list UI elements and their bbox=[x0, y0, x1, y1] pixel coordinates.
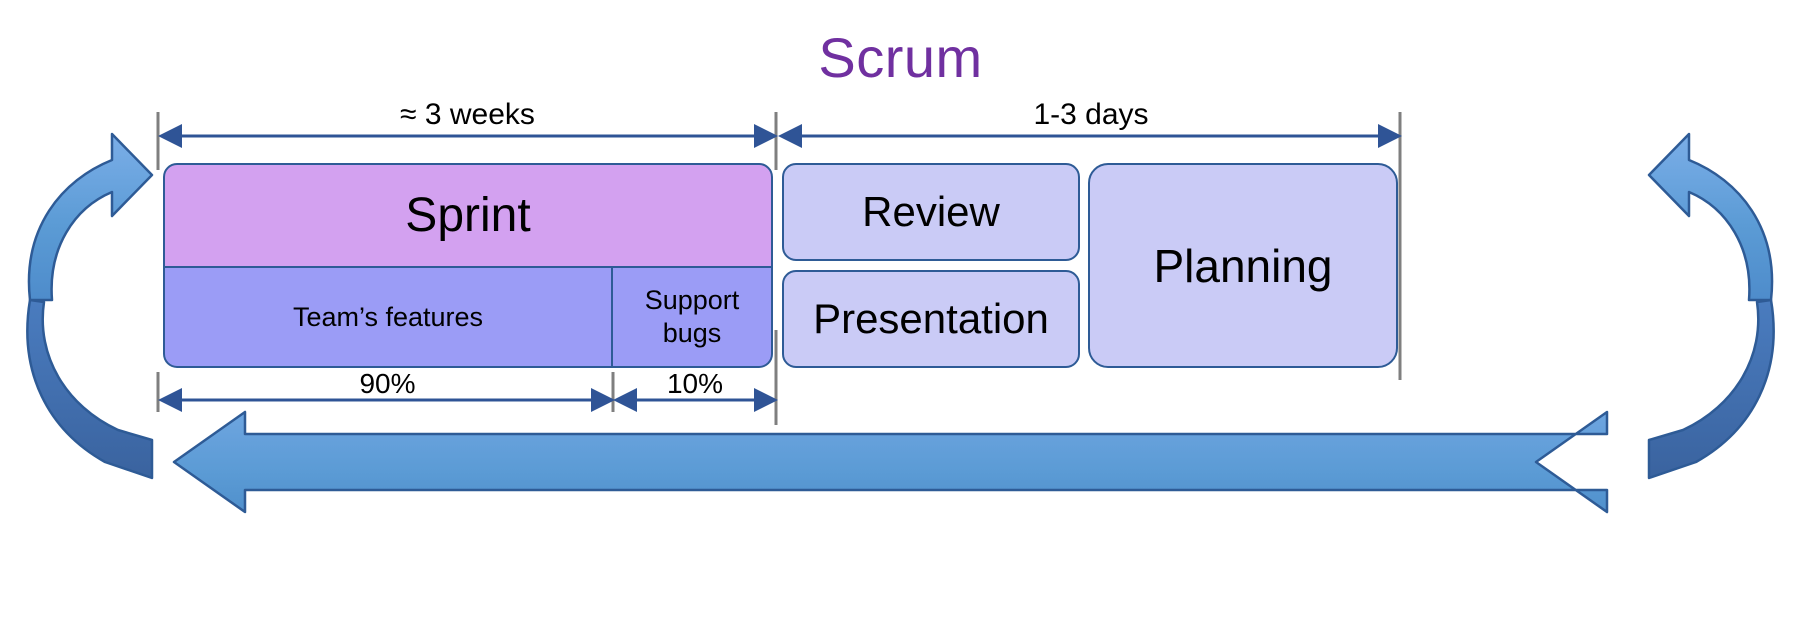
large-left-return-arrow-icon bbox=[172, 410, 1609, 514]
support-bugs-line2: bugs bbox=[662, 318, 722, 348]
presentation-box[interactable]: Presentation bbox=[782, 270, 1080, 368]
page-title: Scrum bbox=[818, 26, 983, 89]
features-percent-label: 90% bbox=[359, 368, 416, 399]
curved-cycle-arrow-left-icon bbox=[26, 132, 154, 480]
team-features-box[interactable]: Team’s features bbox=[163, 268, 613, 368]
wrapup-duration-label: 1-3 days bbox=[1033, 98, 1149, 131]
sprint-box[interactable]: Sprint bbox=[163, 163, 773, 268]
sprint-duration-label: ≈ 3 weeks bbox=[400, 98, 535, 131]
planning-box[interactable]: Planning bbox=[1088, 163, 1398, 368]
curved-cycle-arrow-right-icon bbox=[1647, 132, 1775, 480]
review-box[interactable]: Review bbox=[782, 163, 1080, 261]
support-percent-label: 10% bbox=[666, 368, 724, 399]
support-bugs-line1: Support bbox=[644, 285, 740, 315]
support-bugs-box[interactable]: Support bugs bbox=[613, 268, 773, 368]
